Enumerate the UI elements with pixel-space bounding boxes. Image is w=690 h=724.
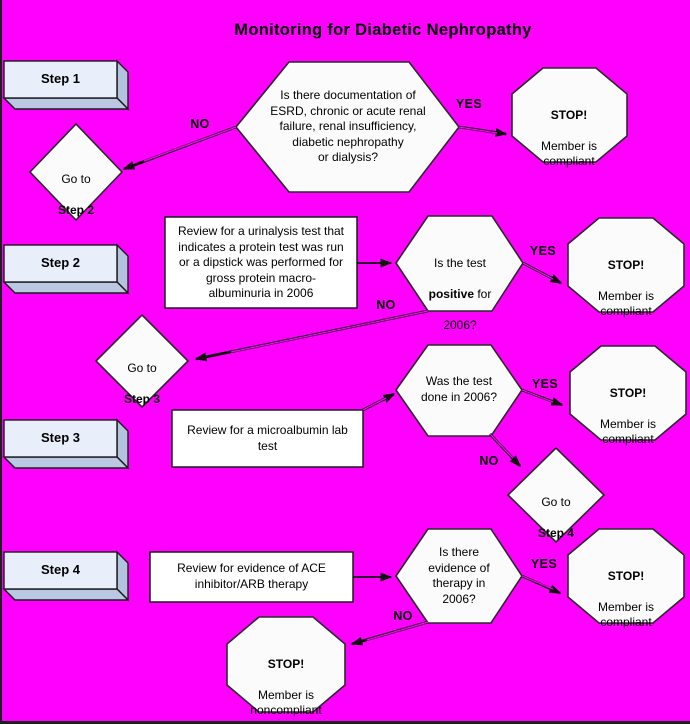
- task4-rect: [149, 551, 354, 603]
- step3-label: Step 3: [40, 430, 80, 445]
- arrow-no-decision4: [350, 620, 429, 646]
- goto-step3-text: Go to Step 3: [123, 360, 160, 406]
- no-label-4: NO: [393, 609, 413, 623]
- arrow-yes-decision1: [458, 125, 508, 137]
- step4-label: Step 4: [40, 562, 80, 577]
- goto-step2-text: Go to Step 2: [57, 171, 94, 217]
- goto-step4-diamond: [506, 446, 606, 544]
- task3-rect: [171, 409, 364, 468]
- arrow-yes-decision4: [521, 574, 562, 595]
- no-label-2: NO: [376, 298, 396, 312]
- task2-rect: [164, 216, 358, 309]
- step3-box: [2, 418, 130, 470]
- decision2-text: Is the test positive for 2006?: [428, 255, 492, 332]
- arrow-task3-to-decision3: [362, 392, 396, 412]
- step1-label: Step 1: [40, 71, 80, 86]
- stop-noncompliant-octagon: [226, 616, 346, 713]
- stop2-text: STOP! Member is compliant: [597, 257, 654, 319]
- window-left-edge: [0, 0, 2, 724]
- step2-label: Step 2: [40, 255, 80, 270]
- arrow-yes-decision3: [521, 388, 564, 407]
- yes-label-2: YES: [529, 244, 557, 258]
- task4-text: Review for evidence of ACE inhibitor/ARB…: [177, 561, 326, 591]
- yes-label-1: YES: [455, 97, 483, 111]
- yes-label-3: YES: [531, 377, 559, 391]
- goto-step4-text: Go to Step 4: [537, 494, 574, 540]
- arrow-no-decision3: [488, 433, 522, 468]
- no-label-1: NO: [190, 117, 210, 131]
- stop1-text: STOP! Member is compliant: [540, 107, 597, 169]
- decision4-text: Is there evidence of therapy in 2006?: [428, 545, 490, 606]
- no-label-3: NO: [479, 454, 499, 468]
- yes-label-4: YES: [530, 557, 558, 571]
- stop3-octagon: [569, 345, 687, 441]
- arrow-no-decision2: [194, 309, 429, 362]
- arrow-yes-decision2: [522, 261, 563, 285]
- goto-step2-diamond: [28, 122, 124, 222]
- step1-box: [2, 59, 130, 111]
- step4-box: [2, 550, 130, 602]
- stop2-octagon: [567, 217, 685, 313]
- task3-text: Review for a microalbumin lab test: [187, 423, 348, 453]
- goto-step3-diamond: [94, 313, 190, 409]
- stop4-text: STOP! Member is compliant: [597, 568, 654, 630]
- arrow-no-decision1: [122, 125, 237, 171]
- stop-noncompliant-text: STOP! Member is noncompliant: [250, 656, 322, 718]
- step2-box: [2, 243, 130, 295]
- page-title: Monitoring for Diabetic Nephropathy: [234, 21, 532, 39]
- stop1-octagon: [511, 67, 628, 163]
- decision3-text: Was the test done in 2006?: [420, 374, 498, 404]
- stop4-octagon: [567, 528, 685, 624]
- decision1-text: Is there documentation of ESRD, chronic …: [270, 88, 426, 165]
- window-bottom-edge: [0, 721, 690, 724]
- stop3-text: STOP! Member is compliant: [599, 385, 656, 447]
- task2-text: Review for a urinalysis test that indica…: [177, 224, 345, 301]
